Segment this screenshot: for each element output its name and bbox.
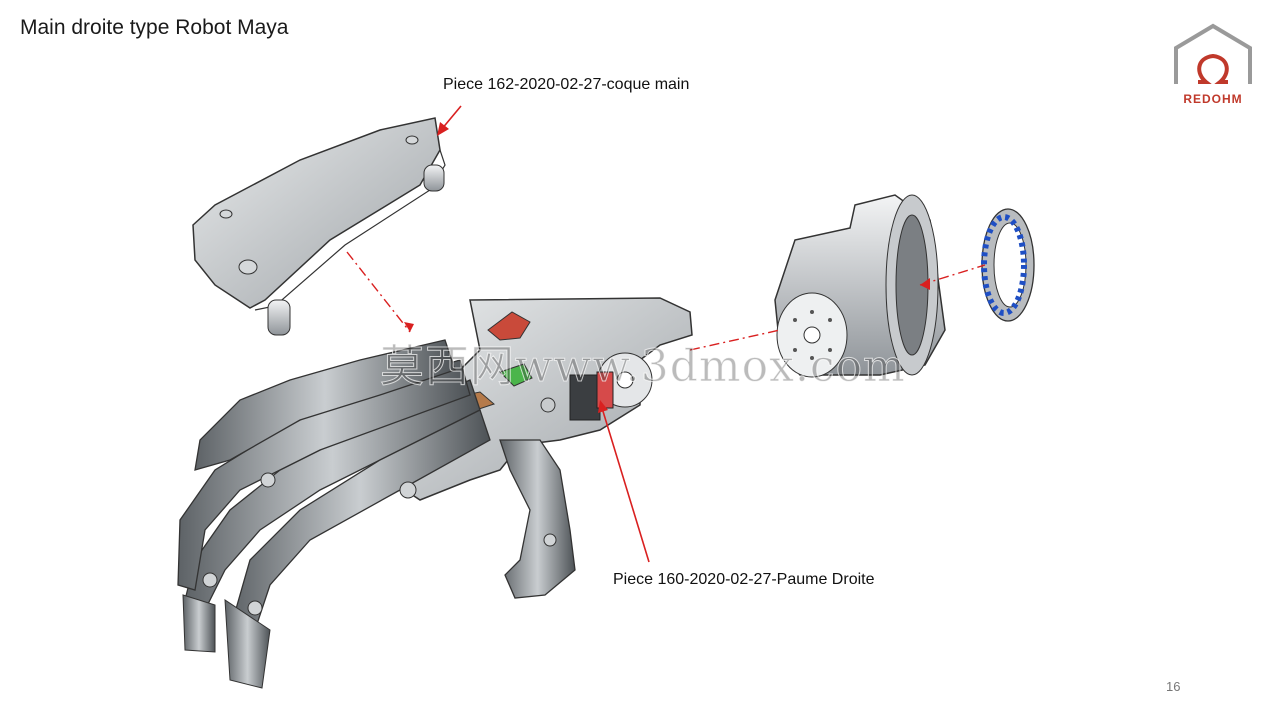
redohm-logo: REDOHM [1170,22,1256,110]
page-number: 16 [1166,679,1181,694]
wrist-housing [774,194,946,378]
logo-text: REDOHM [1183,92,1243,106]
watermark: 莫西网www.3dmox.com [380,341,906,393]
leader-arrowheads [437,122,608,413]
bearing [981,208,1035,322]
assembly-lines [346,251,986,351]
shell-part [192,117,446,336]
label-coque-main: Piece 162-2020-02-27-coque main [443,76,690,93]
label-paume-droite: Piece 160-2020-02-27-Paume Droite [613,571,875,588]
house-omega-icon [1174,23,1252,84]
slide-title: Main droite type Robot Maya [20,16,289,39]
assembly-arrowheads [404,278,930,332]
hand-assembly [177,297,693,689]
